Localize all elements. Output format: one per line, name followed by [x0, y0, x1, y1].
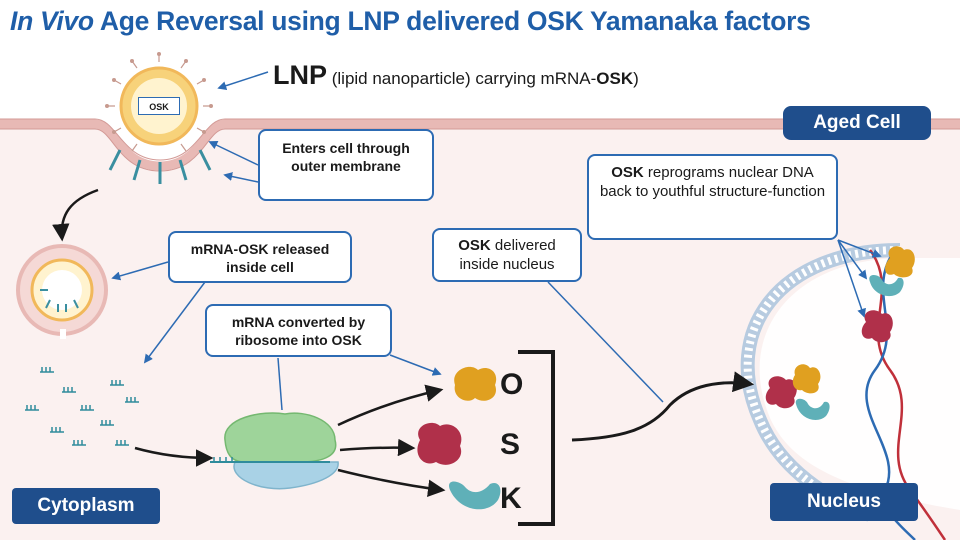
delivered-bold: OSK	[458, 237, 491, 254]
cytoplasm-tag: Cytoplasm	[12, 488, 160, 524]
aged-cell-tag: Aged Cell	[783, 106, 931, 140]
lnp-desc-bold: OSK	[596, 69, 634, 88]
ribosome	[210, 412, 339, 490]
callout-osk-reprograms: OSK reprograms nuclear DNA back to youth…	[587, 154, 838, 240]
callout-enters-cell: Enters cell through outer membrane	[258, 129, 434, 201]
diagram-title: In Vivo Age Reversal using LNP delivered…	[10, 6, 955, 37]
factor-k-letter: K	[500, 482, 522, 515]
factor-o-protein	[454, 366, 497, 401]
lnp-desc-post: )	[633, 69, 639, 88]
reprograms-rest: reprograms nuclear DNA back to youthful …	[599, 164, 826, 200]
osk-bracket	[518, 350, 555, 526]
title-italic: In Vivo	[10, 6, 94, 36]
factor-s-protein	[417, 422, 462, 465]
lnp-cargo-label: OSK	[138, 97, 180, 115]
delivered-rest: delivered inside nucleus	[459, 237, 556, 273]
factor-k-protein	[448, 481, 501, 510]
callout-ribosome-conversion: mRNA converted by ribosome into OSK	[205, 304, 392, 357]
reprograms-bold: OSK	[611, 164, 644, 181]
factor-o-letter: O	[500, 368, 524, 401]
factor-s-letter: S	[500, 428, 521, 461]
nucleus-tag: Nucleus	[770, 483, 918, 521]
lnp-abbrev: LNP	[273, 60, 327, 90]
callout-osk-delivered: OSK delivered inside nucleus	[432, 228, 582, 282]
lnp-desc-pre: (lipid nanoparticle) carrying mRNA-	[327, 69, 597, 88]
callout-mrna-released: mRNA-OSK released inside cell	[168, 231, 352, 283]
title-rest: Age Reversal using LNP delivered OSK Yam…	[93, 6, 811, 36]
mrna-fragments	[25, 367, 139, 446]
endosome-particle	[16, 244, 108, 339]
lnp-label: LNP (lipid nanoparticle) carrying mRNA-O…	[273, 60, 639, 91]
